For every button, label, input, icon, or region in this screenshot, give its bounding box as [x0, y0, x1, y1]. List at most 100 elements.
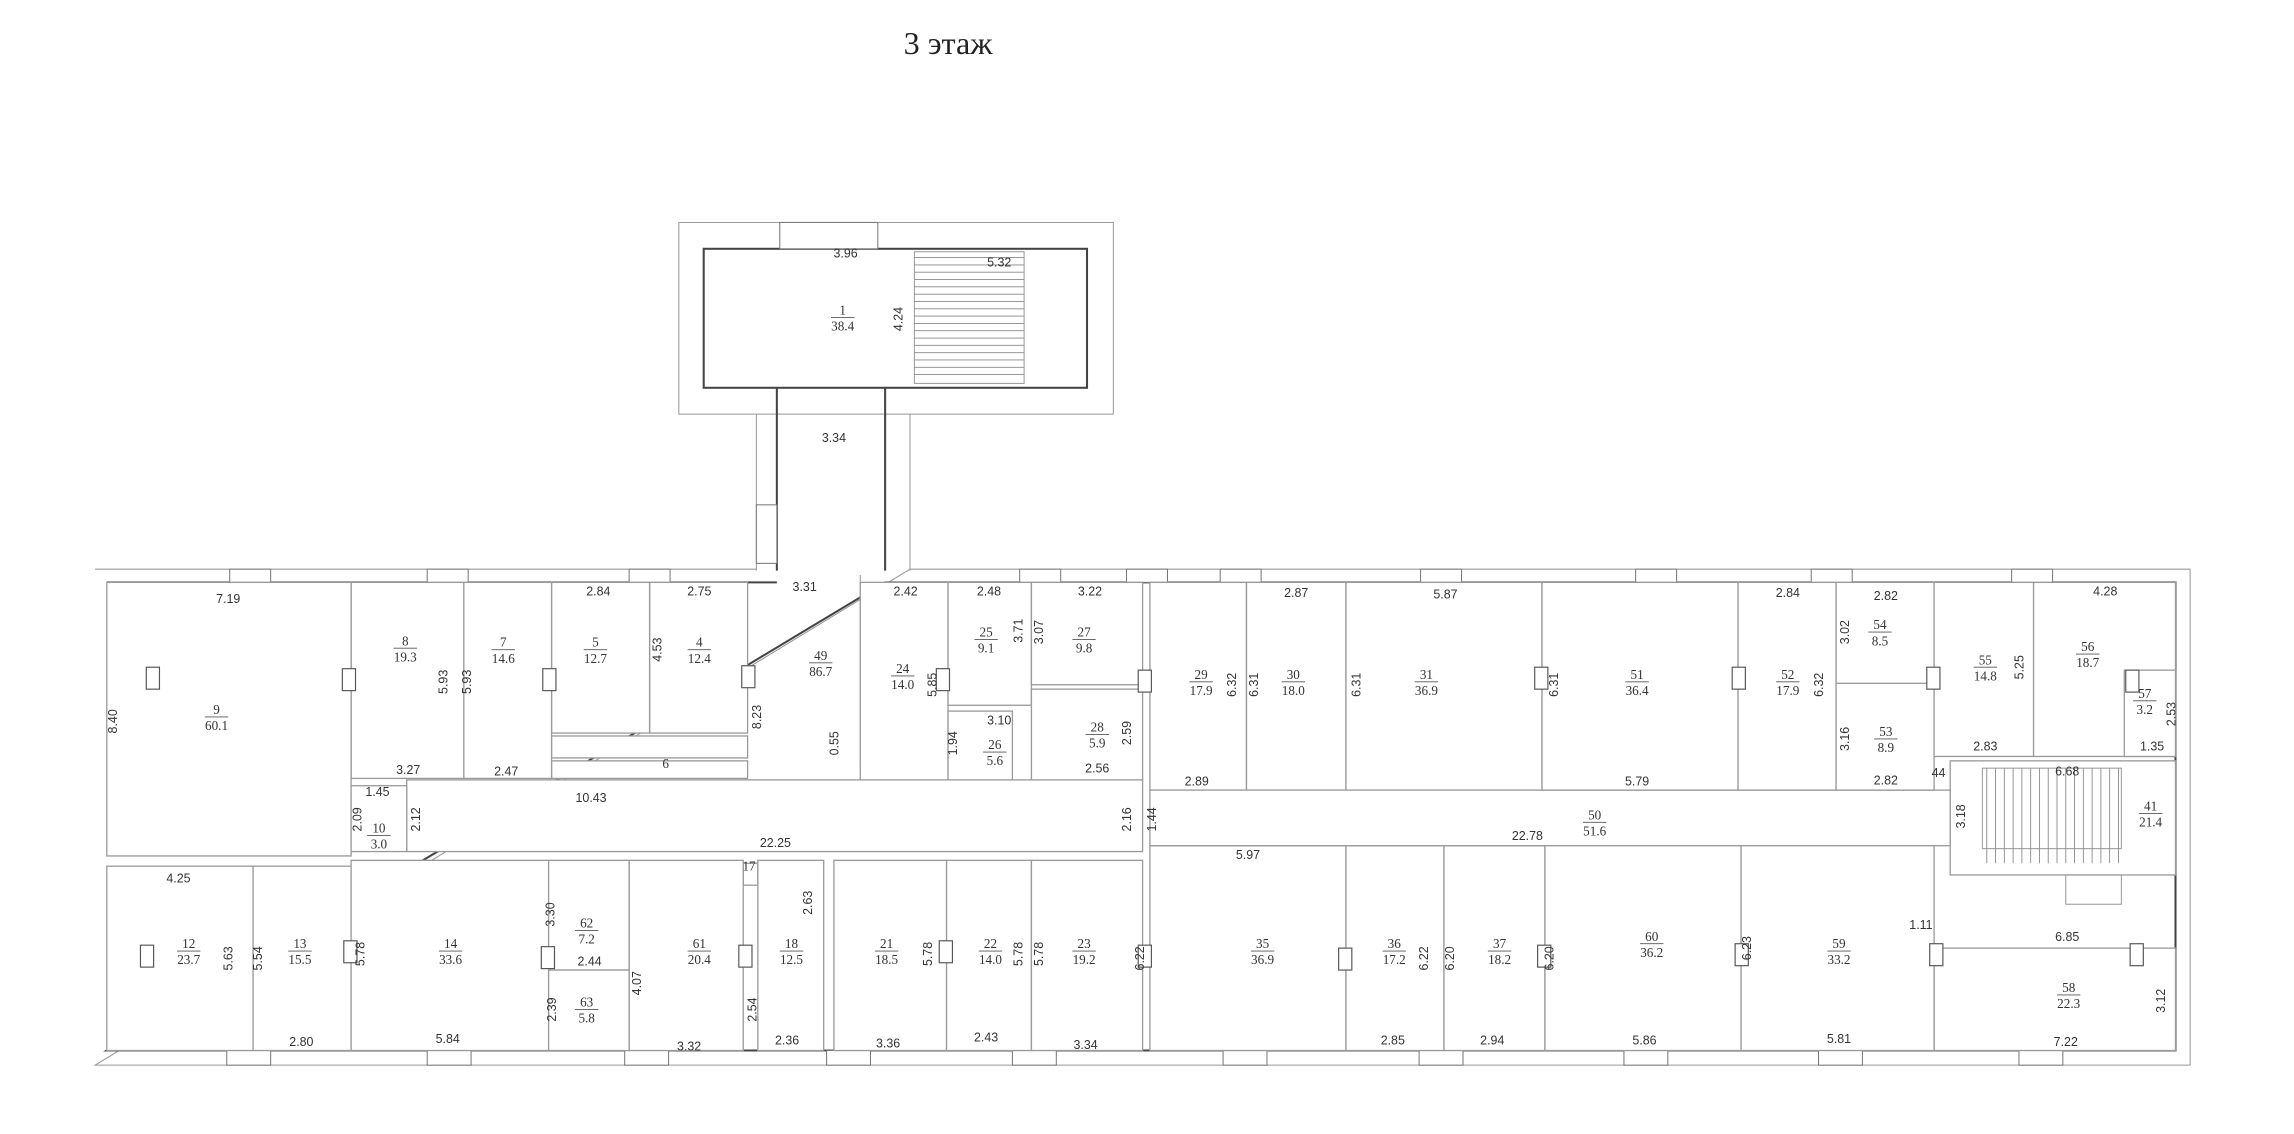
room-4-outline[interactable]: [648, 581, 749, 734]
dimension-label: 2.47: [494, 764, 518, 778]
room-52-outline[interactable]: [1737, 581, 1837, 791]
room-number: 52: [1781, 667, 1794, 682]
dimension-label: 5.84: [436, 1032, 460, 1046]
dimension-label: 3.12: [2154, 989, 2168, 1013]
room-63-outline[interactable]: [547, 969, 630, 1052]
pillar: [145, 666, 161, 690]
room-area: 22.3: [2057, 996, 2080, 1011]
room-area: 36.9: [1415, 683, 1438, 698]
dimension-label: 3.96: [834, 247, 858, 261]
dimension-label: 44: [1932, 766, 1946, 780]
room-number: 9: [213, 702, 220, 717]
room-area: 86.7: [809, 664, 832, 679]
room-12-outline[interactable]: [106, 865, 254, 1052]
dimension-label: 4.07: [630, 971, 644, 995]
window: [426, 1050, 472, 1066]
room-area: 60.1: [205, 718, 228, 733]
dimension-label: 6.20: [1443, 946, 1457, 970]
room-number: 50: [1588, 807, 1602, 822]
dimension-label: 3.30: [543, 902, 557, 926]
dimension-label: 3.07: [1032, 620, 1046, 644]
dimension-label: 5.25: [2012, 655, 2026, 679]
room-6-outline[interactable]: [550, 760, 749, 780]
room-7-outline[interactable]: [463, 581, 553, 780]
room-41-outline[interactable]: [1949, 760, 2177, 876]
pillar: [938, 940, 954, 964]
room-35-outline[interactable]: [1149, 845, 1347, 1052]
room-number: 29: [1195, 667, 1209, 682]
room-29-outline[interactable]: [1149, 581, 1248, 791]
room-area: 5.8: [578, 1011, 595, 1026]
pillar: [540, 946, 556, 970]
room-5-outline[interactable]: [550, 581, 651, 734]
room-13-outline[interactable]: [252, 865, 352, 1052]
dimension-label: 4.53: [650, 637, 664, 661]
dimension-label: 3.16: [1838, 727, 1852, 751]
room-36-outline[interactable]: [1345, 845, 1445, 1052]
room-54-outline[interactable]: [1835, 581, 1935, 684]
room-22-outline[interactable]: [945, 859, 1033, 1052]
dimension-label: 2.48: [977, 585, 1001, 599]
room-51-outline[interactable]: [1541, 581, 1739, 791]
room-55-outline[interactable]: [1933, 581, 2035, 758]
dimension-label: 2.87: [1284, 586, 1308, 600]
room-30-outline[interactable]: [1245, 581, 1347, 791]
room-8-outline[interactable]: [350, 581, 465, 780]
room-25-outline[interactable]: [947, 581, 1033, 706]
dimension-label: 5.32: [987, 255, 1011, 269]
room-31-outline[interactable]: [1345, 581, 1543, 791]
dimension-label: 2.56: [1085, 762, 1109, 776]
dimension-label: 6.32: [1812, 673, 1826, 697]
room-number: 53: [1879, 724, 1893, 739]
room-60-outline[interactable]: [1544, 845, 1742, 1052]
room-number: 12: [182, 936, 195, 951]
dimension-label: 5.97: [1236, 848, 1260, 862]
room-21-outline[interactable]: [833, 859, 948, 1052]
window: [229, 568, 272, 583]
room-number: 41: [2144, 799, 2157, 814]
dimension-label: 2.36: [775, 1034, 799, 1048]
room-27-outline[interactable]: [1030, 581, 1144, 686]
room-number: 54: [1873, 617, 1887, 632]
dimension-label: 2.43: [974, 1031, 998, 1045]
stair-41: [1981, 767, 2122, 905]
room-26-outline[interactable]: [947, 710, 1014, 781]
room-50-outline[interactable]: [1149, 789, 1951, 847]
dimension-label: 2.09: [350, 807, 364, 831]
dimension-label: 6.68: [2055, 764, 2079, 778]
pillar: [2129, 943, 2144, 967]
room-number: 13: [293, 936, 307, 951]
dimension-label: 6.31: [1547, 673, 1561, 697]
room-61-outline[interactable]: [628, 859, 744, 1052]
room-14-outline[interactable]: [350, 859, 550, 1052]
room-area: 12.4: [688, 651, 711, 666]
room-59-outline[interactable]: [1740, 845, 1935, 1052]
dimension-label: 3.34: [1073, 1038, 1097, 1052]
room-62-outline[interactable]: [547, 859, 630, 971]
dimension-label: 2.85: [1381, 1034, 1405, 1048]
room-number: 25: [979, 624, 993, 639]
room-number: 7: [500, 635, 507, 650]
room-area: 19.3: [394, 649, 417, 664]
room-23-outline[interactable]: [1030, 859, 1144, 1052]
dimension-label: 5.63: [222, 946, 236, 970]
room-number: 17: [742, 859, 756, 874]
window: [2011, 568, 2054, 583]
room-area: 8.5: [1872, 633, 1889, 648]
dimension-label: 2.94: [1480, 1034, 1504, 1048]
dimension-label: 3.22: [1078, 585, 1102, 599]
dimension-label: 2.39: [545, 997, 559, 1021]
room-24-outline[interactable]: [859, 581, 949, 781]
room-18-outline[interactable]: [757, 859, 825, 1052]
pillar: [542, 668, 557, 692]
room-9-outline[interactable]: [106, 581, 352, 857]
room-area: 51.6: [1583, 823, 1606, 838]
room-area: 3.0: [371, 837, 388, 852]
window: [1418, 1050, 1464, 1066]
window: [426, 568, 469, 583]
pillar: [741, 665, 756, 689]
dimension-label: 2.54: [745, 997, 759, 1021]
room-number: 10: [372, 821, 386, 836]
room-10-outline[interactable]: [350, 785, 408, 853]
